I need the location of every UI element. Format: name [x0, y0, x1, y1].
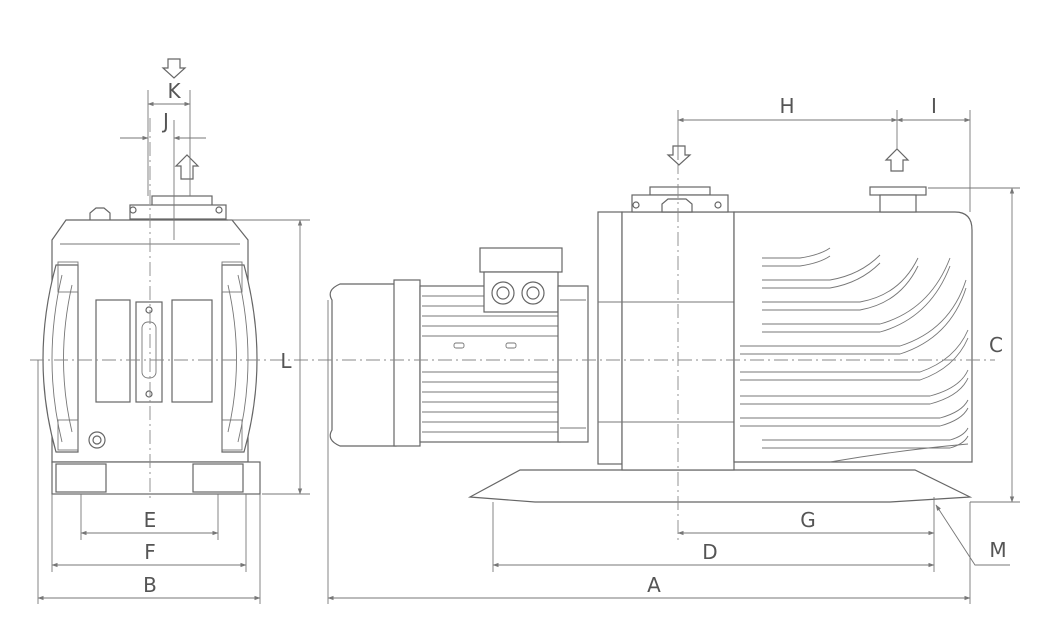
dimension-lines: [37, 90, 1020, 604]
side-exhaust-arrow-icon: [884, 148, 910, 172]
inlet-nut: [661, 198, 693, 213]
drain-plug: [88, 431, 106, 449]
label-a: A: [647, 573, 661, 597]
pump-cooling-ribs: [740, 247, 969, 463]
front-left-foot: [55, 463, 107, 493]
label-g: G: [800, 508, 816, 532]
motor-end-bell: [393, 279, 421, 447]
label-h: H: [779, 94, 794, 118]
baseplate: [467, 469, 973, 503]
label-b: B: [143, 573, 157, 597]
label-l: L: [280, 349, 292, 373]
front-outlet-arrow-icon: [174, 154, 200, 180]
front-left-housing: [42, 264, 79, 453]
side-inlet-arrow-icon: [666, 145, 692, 166]
front-view: [42, 118, 261, 500]
front-right-housing: [221, 264, 258, 453]
front-right-window: [171, 299, 213, 403]
exhaust-port: [879, 194, 917, 213]
label-c: C: [989, 333, 1003, 357]
coupling-housing: [557, 285, 589, 443]
terminal-box-lid: [479, 247, 563, 273]
dimension-labels: K J L E F B H I C G D A M: [143, 79, 1007, 597]
front-left-window: [95, 299, 131, 403]
front-top-plate: [129, 204, 227, 220]
label-i: I: [931, 94, 937, 118]
side-view: [30, 160, 995, 540]
exhaust-flange: [869, 186, 927, 196]
label-e: E: [144, 508, 157, 532]
motor-fan-cover: [329, 283, 397, 447]
pump-housing: [733, 211, 973, 463]
inlet-flange: [649, 186, 711, 196]
label-d: D: [702, 540, 717, 564]
label-m: M: [989, 538, 1006, 562]
label-j: J: [161, 109, 169, 133]
pump-front-plate: [597, 211, 623, 465]
front-right-foot: [192, 463, 244, 493]
flow-arrows: [161, 58, 910, 180]
label-k: K: [167, 79, 181, 103]
front-inlet-arrow-icon: [161, 58, 187, 79]
terminal-box: [483, 271, 559, 313]
label-f: F: [144, 540, 156, 564]
oil-sight-glass: [135, 301, 163, 403]
